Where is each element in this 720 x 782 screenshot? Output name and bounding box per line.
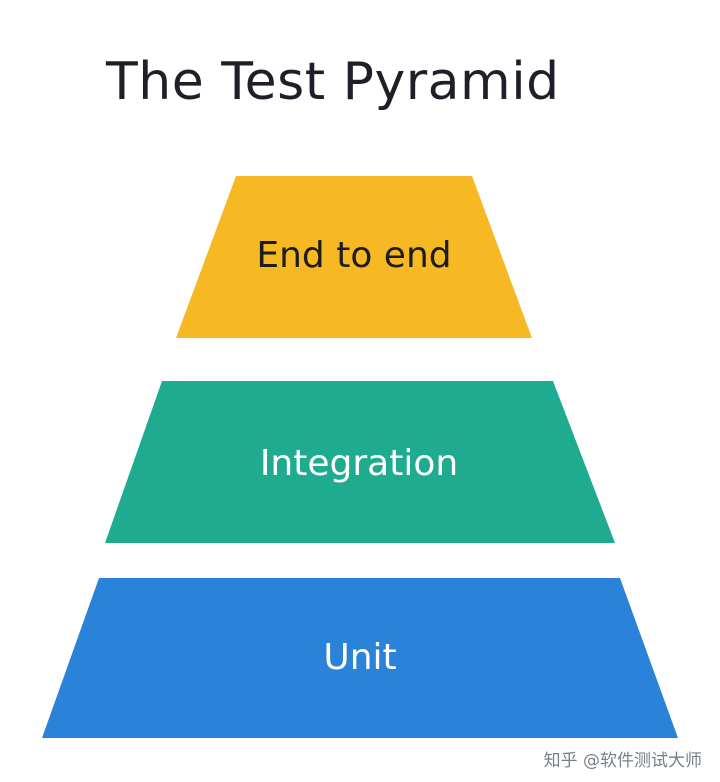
page-title: The Test Pyramid bbox=[106, 52, 560, 112]
tier-integration-shape bbox=[105, 381, 615, 543]
tier-end-to-end: End to end bbox=[176, 176, 532, 338]
tier-end-to-end-label: End to end bbox=[256, 235, 451, 276]
tier-unit-label: Unit bbox=[323, 637, 396, 678]
tier-integration-label: Integration bbox=[260, 443, 458, 484]
tier-end-to-end-shape bbox=[176, 176, 532, 338]
tier-unit: Unit bbox=[42, 578, 678, 738]
tier-unit-shape bbox=[42, 578, 678, 738]
watermark-text: 知乎 @软件测试大师 bbox=[543, 751, 702, 771]
tier-integration: Integration bbox=[105, 381, 615, 543]
